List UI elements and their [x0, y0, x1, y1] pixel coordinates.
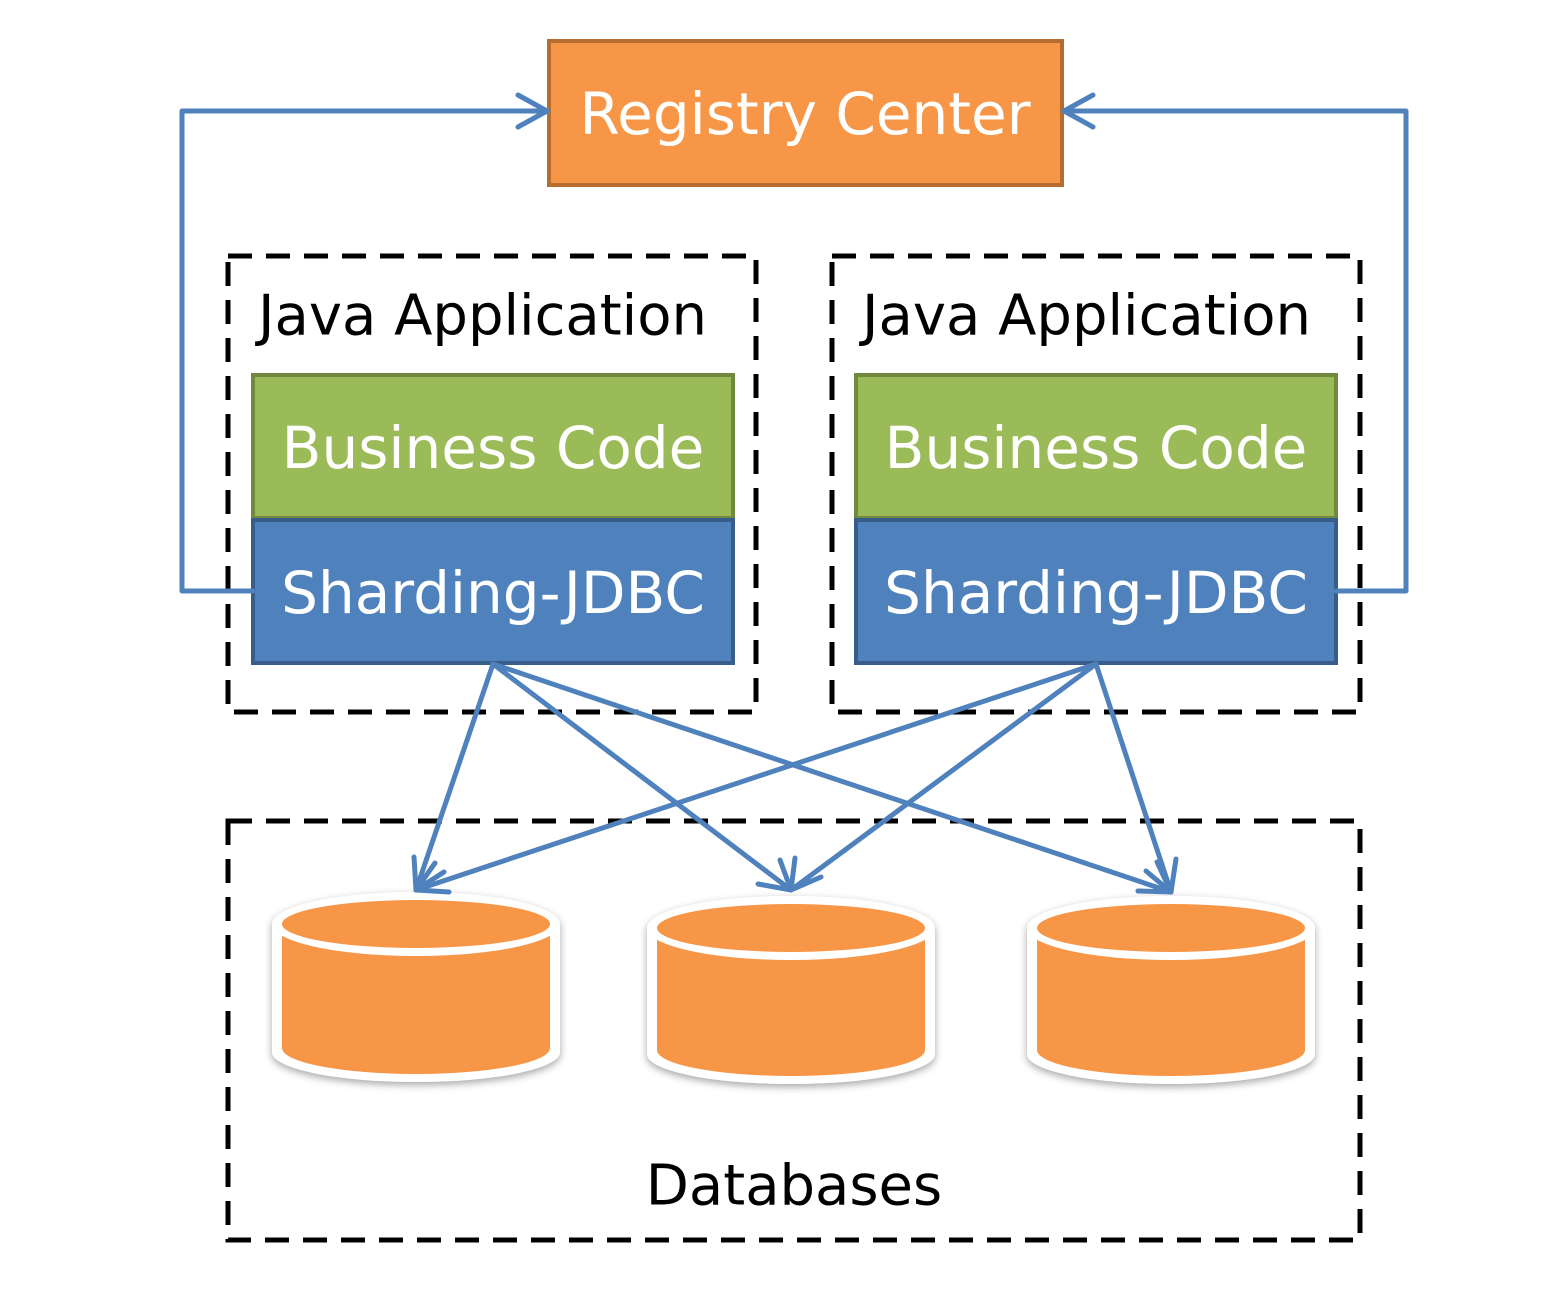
connector-app-2-to-registry: [1061, 108, 1409, 594]
arrow-app-1-to-db-1: [413, 661, 496, 893]
database-1: [272, 892, 560, 1082]
java-application-1: Java Application Business Code Sharding-…: [225, 253, 759, 715]
arrowhead-registry-left: [515, 92, 550, 130]
app-2-business-label: Business Code: [885, 414, 1308, 482]
registry-center: Registry Center: [547, 39, 1064, 187]
java-application-2: Java Application Business Code Sharding-…: [829, 253, 1363, 715]
database-2: [647, 896, 935, 1084]
arrowhead-db-1-b: [413, 869, 452, 895]
arrow-app-2-to-db-3: [1093, 661, 1174, 895]
connector-app-1-to-registry: [179, 108, 550, 594]
registry-center-label: Registry Center: [579, 80, 1030, 148]
app-2-title: Java Application: [859, 284, 1311, 349]
app-1-business-label: Business Code: [282, 414, 705, 482]
databases-group: Databases: [225, 818, 1363, 1243]
app-1-sharding-label: Sharding-JDBC: [281, 559, 705, 627]
arrowhead-db-3-b: [1154, 856, 1179, 895]
datasource-connectors: [411, 661, 1179, 895]
registry-center-box: [547, 39, 1064, 187]
app-2-business-code: [854, 373, 1338, 520]
app-1-title: Java Application: [255, 284, 707, 349]
arrow-app-2-to-db-2: [788, 661, 1099, 893]
app-2-sharding-label: Sharding-JDBC: [884, 559, 1308, 627]
app-1-business-code: [251, 373, 735, 520]
arrow-app-1-to-db-3: [490, 661, 1174, 895]
arrowhead-db-2-b: [788, 855, 824, 893]
registry-connectors: [179, 92, 1409, 594]
app-1-sharding-jdbc: [251, 518, 735, 665]
database-3: [1027, 896, 1315, 1084]
arrow-app-1-to-db-2: [490, 661, 794, 893]
databases-label: Databases: [646, 1154, 942, 1219]
arrowhead-registry-right: [1061, 92, 1096, 130]
databases-boundary: [225, 818, 1363, 1243]
arrow-app-2-to-db-1: [413, 661, 1099, 893]
